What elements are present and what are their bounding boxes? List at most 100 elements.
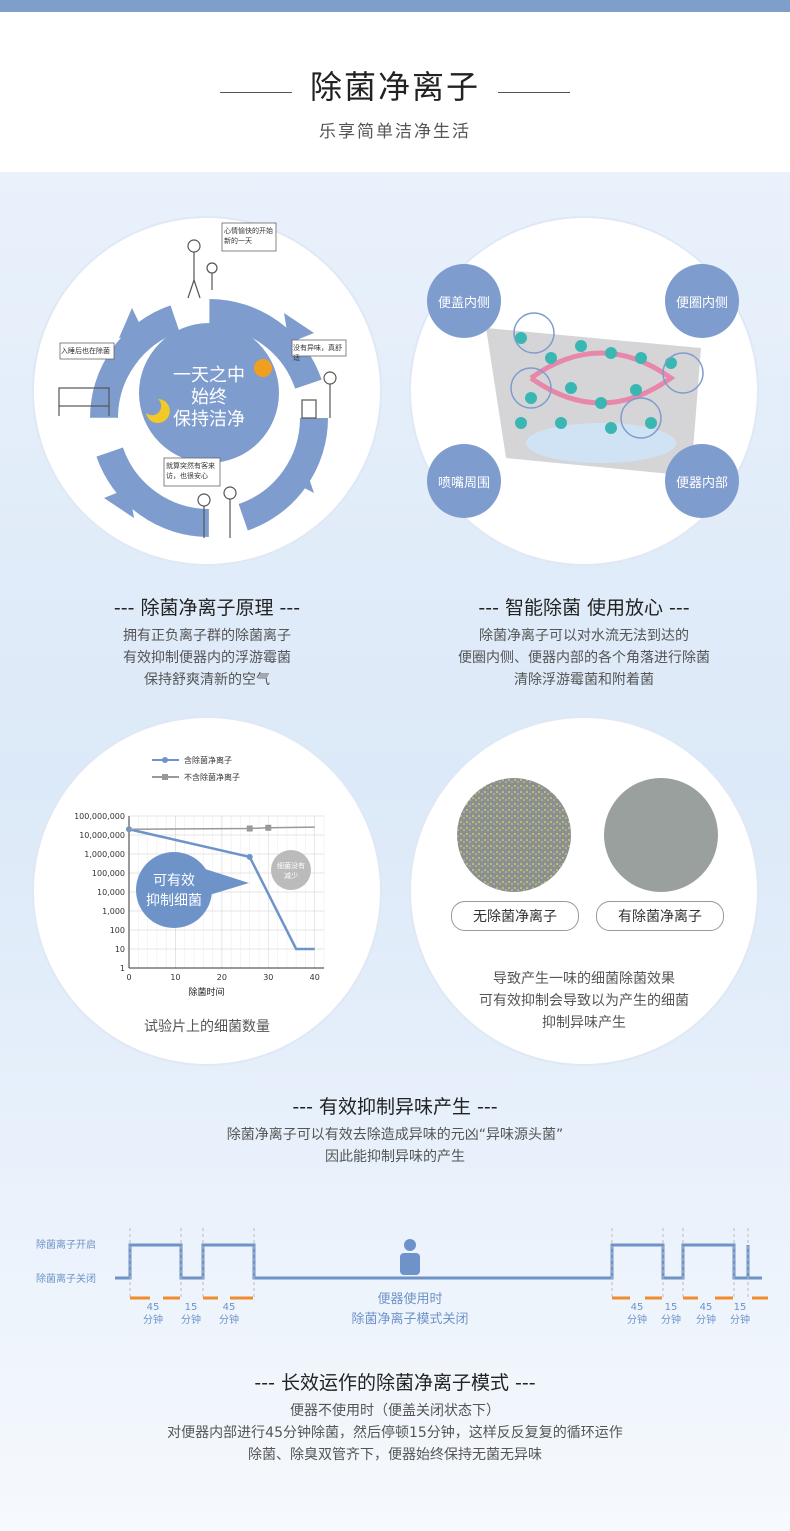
- long-mode-heading: --- 长效运作的除菌净离子模式 ---: [254, 1372, 536, 1394]
- duration-value: 15: [184, 1302, 198, 1313]
- annotation-small-bubble: [271, 850, 311, 890]
- clean-sample: [604, 778, 718, 892]
- annotation-small: 减少: [284, 871, 298, 880]
- with-bacteria-sample: [457, 778, 571, 892]
- chart-caption: 试验片上的细菌数量: [144, 1019, 270, 1035]
- timeline-center-text: 便器使用时 除菌净离子模式关闭: [300, 1290, 520, 1330]
- duration-value: 45: [222, 1302, 236, 1313]
- duration-value: 45: [630, 1302, 644, 1313]
- note-no-odor: 没有异味，真舒适: [293, 344, 342, 362]
- top-accent-bar: [0, 0, 790, 12]
- cycle-arrow-icon: [119, 308, 144, 338]
- data-point: [246, 853, 253, 860]
- note-sleep: 入睡后也在除菌: [61, 347, 110, 355]
- legend-marker: [162, 774, 168, 780]
- odor-heading: --- 有效抑制异味产生 ---: [292, 1096, 498, 1118]
- duration-label: 45 分钟: [617, 1301, 657, 1327]
- comparison-desc: 导致产生一味的细菌除菌效果 可有效抑制会导致以为产生的细菌 抑制异味产生: [394, 968, 774, 1034]
- page-subtitle: 乐享简单洁净生活: [319, 122, 471, 142]
- desc-line: 除菌、除臭双管齐下，便器始终保持无菌无异味: [248, 1447, 542, 1463]
- x-tick-label: 20: [217, 973, 227, 982]
- cycle-arrow-icon: [104, 488, 134, 518]
- people-sketch-icon: [58, 239, 337, 538]
- note-morning: 心情愉快的开始新的一天: [224, 227, 273, 245]
- title-left-rule: [220, 92, 292, 93]
- y-tick-label: 1,000: [102, 907, 125, 916]
- smart-heading: --- 智能除菌 使用放心 ---: [478, 597, 690, 619]
- duration-value: 15: [664, 1302, 678, 1313]
- pill-without-ion: 无除菌净离子: [451, 901, 579, 931]
- label-ion-on: 除菌离子开启: [36, 1240, 96, 1251]
- smart-circle: 便盖内侧 便圈内侧 喷嘴周围 便器内部: [411, 218, 757, 564]
- duration-unit: 分钟: [696, 1315, 716, 1326]
- toilet-bowl-illustration: [486, 312, 704, 476]
- legend-label: 不含除菌净离子: [184, 772, 240, 782]
- long-mode-desc: 便器不使用时（便盖关闭状态下） 对便器内部进行45分钟除菌，然后停顿15分钟，这…: [95, 1400, 695, 1466]
- desc-line: 便器不使用时（便盖关闭状态下）: [290, 1403, 500, 1419]
- sun-icon: [254, 359, 272, 377]
- y-tick-label: 1,000,000: [84, 850, 125, 859]
- ion-timeline: [115, 1228, 768, 1300]
- x-tick-label: 30: [263, 973, 273, 982]
- data-point: [246, 825, 253, 832]
- desc-line: 便圈内侧、便器内部的各个角落进行除菌: [458, 650, 710, 666]
- cycle-center-text: 一天之中 始终 保持洁净: [139, 365, 279, 431]
- desc-line: 对便器内部进行45分钟除菌，然后停顿15分钟，这样反反复复的循环运作: [167, 1425, 623, 1441]
- duration-value: 15: [733, 1302, 747, 1313]
- ion-particles: [515, 332, 677, 434]
- y-tick-label: 1: [120, 964, 125, 973]
- y-tick-label: 10,000,000: [79, 831, 125, 840]
- duration-label: 45 分钟: [209, 1301, 249, 1327]
- desc-line: 保持舒爽清新的空气: [144, 672, 270, 688]
- annotation-effective: 可有效: [153, 873, 195, 889]
- annotation-bubble: [136, 852, 212, 928]
- bubble-nozzle: 喷嘴周围: [427, 444, 501, 518]
- desc-line: 清除浮游霉菌和附着菌: [514, 672, 654, 688]
- pill-with-ion: 有除菌净离子: [596, 901, 724, 931]
- smart-desc: 除菌净离子可以对水流无法到达的 便圈内侧、便器内部的各个角落进行除菌 清除浮游霉…: [394, 625, 774, 691]
- annotation-effective: 抑制细菌: [146, 893, 202, 909]
- desc-line: 可有效抑制会导致以为产生的细菌: [479, 993, 689, 1009]
- y-tick-label: 100,000: [92, 869, 125, 878]
- y-tick-label: 10: [115, 945, 125, 954]
- principle-circle: 一天之中 始终 保持洁净 心情愉快的开始新的一天 没有异味，真舒适 就算突然有客…: [34, 218, 380, 564]
- duration-unit: 分钟: [181, 1315, 201, 1326]
- duration-unit: 分钟: [219, 1315, 239, 1326]
- desc-line: 导致产生一味的细菌除菌效果: [493, 971, 675, 987]
- zoom-ring: [662, 352, 704, 394]
- comparison-circle: 无除菌净离子 有除菌净离子 导致产生一味的细菌除菌效果 可有效抑制会导致以为产生…: [411, 718, 757, 1064]
- zoom-ring: [510, 367, 552, 409]
- center-disc: [139, 323, 279, 463]
- duration-unit: 分钟: [627, 1315, 647, 1326]
- duration-label: 15 分钟: [171, 1301, 211, 1327]
- day-cycle-illustration: [58, 222, 347, 538]
- zoom-ring: [513, 312, 555, 354]
- center-line-2: 始终: [191, 387, 227, 408]
- desc-line: 拥有正负离子群的除菌离子: [123, 628, 291, 644]
- odor-desc: 除菌净离子可以有效去除造成异味的元凶“异味源头菌” 因此能抑制异味的产生: [105, 1124, 685, 1168]
- cycle-arrow-icon: [289, 458, 314, 493]
- speech-note-icon: [59, 222, 347, 487]
- data-point: [126, 826, 132, 833]
- bubble-bowl-inner: 便器内部: [665, 444, 739, 518]
- duration-unit: 分钟: [730, 1315, 750, 1326]
- x-tick-label: 0: [126, 973, 131, 982]
- principle-desc: 拥有正负离子群的除菌离子 有效抑制便器内的浮游霉菌 保持舒爽清新的空气: [17, 625, 397, 691]
- desc-line: 抑制异味产生: [542, 1015, 626, 1031]
- desc-line: 因此能抑制异味的产生: [325, 1149, 465, 1165]
- y-tick-label: 100,000,000: [74, 812, 125, 821]
- annotation-pointer: [202, 868, 249, 896]
- center-line-3: 保持洁净: [173, 409, 245, 430]
- desc-line: 有效抑制便器内的浮游霉菌: [123, 650, 291, 666]
- legend-marker: [162, 757, 168, 763]
- person-icon: [400, 1239, 420, 1275]
- desc-line: 除菌净离子可以有效去除造成异味的元凶“异味源头菌”: [226, 1127, 564, 1143]
- center-line-2: 除菌净离子模式关闭: [351, 1312, 469, 1327]
- timeline-wave: [115, 1243, 762, 1280]
- annotation-small: 细菌没有: [277, 861, 305, 870]
- data-point: [265, 824, 272, 831]
- x-axis-label: 除菌时间: [188, 986, 224, 998]
